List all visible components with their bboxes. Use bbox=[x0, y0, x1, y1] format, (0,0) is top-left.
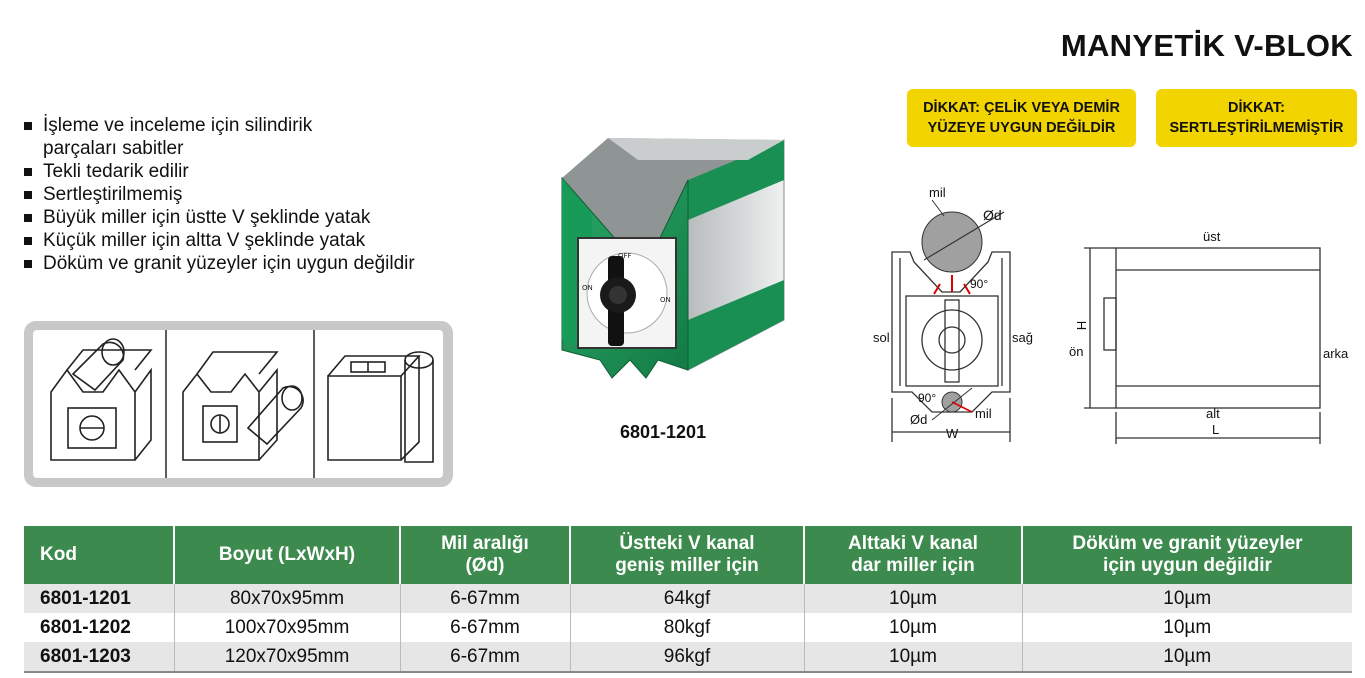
feature-item: Tekli tedarik edilir bbox=[24, 160, 415, 183]
feature-list: İşleme ve inceleme için silindirik parça… bbox=[24, 114, 415, 275]
label-top: üst bbox=[1203, 229, 1221, 244]
feature-item: Döküm ve granit yüzeyler için uygun deği… bbox=[24, 252, 415, 275]
table-row: 6801-1202 100x70x95mm 6-67mm 80kgf 10µm … bbox=[24, 613, 1352, 642]
small-shaft-icon bbox=[182, 351, 304, 461]
table-row: 6801-1203 120x70x95mm 6-67mm 96kgf 10µm … bbox=[24, 642, 1352, 673]
header-code: Kod bbox=[24, 526, 174, 584]
label-right-side: sağ bbox=[1012, 330, 1033, 345]
product-code-caption: 6801-1201 bbox=[620, 422, 707, 442]
label-angle-top: 90° bbox=[970, 277, 988, 291]
feature-item: İşleme ve inceleme için silindirik parça… bbox=[24, 114, 363, 160]
front-view-diagram: mil Ød 90° 90° mil Ød W bbox=[862, 180, 1042, 450]
label-length: L bbox=[1212, 422, 1220, 437]
warning-badge-surface: DİKKAT: ÇELİK VEYA DEMİR YÜZEYE UYGUN DE… bbox=[907, 89, 1136, 147]
side-use-icon bbox=[327, 351, 434, 463]
label-left-side: sol bbox=[873, 330, 890, 345]
feature-item: Büyük miller için üstte V şeklinde yatak bbox=[24, 206, 415, 229]
label-angle-bottom: 90° bbox=[918, 391, 936, 405]
dial-on-label-left: ON bbox=[582, 284, 593, 292]
dial-on-label-right: ON bbox=[660, 296, 671, 304]
header-size: Boyut (LxWxH) bbox=[173, 526, 400, 584]
dial-off-label: OFF bbox=[618, 252, 632, 260]
usage-illustrations bbox=[24, 321, 453, 487]
label-diameter-bottom: Ød bbox=[910, 412, 927, 427]
label-front: ön bbox=[1069, 344, 1084, 359]
warning-badge-hardening: DİKKAT: SERTLEŞTİRİLMEMİŞTİR bbox=[1156, 89, 1357, 147]
label-width: W bbox=[946, 426, 959, 441]
label-bottom: alt bbox=[1206, 406, 1220, 421]
table-header-row: Kod Boyut (LxWxH) Mil aralığı(Ød) Üsttek… bbox=[24, 526, 1352, 584]
product-photo: OFF ON ON bbox=[548, 130, 793, 385]
feature-item: Küçük miller için altta V şeklinde yatak bbox=[24, 229, 415, 252]
label-diameter-top: Ød bbox=[983, 207, 1002, 223]
spec-table: Kod Boyut (LxWxH) Mil aralığı(Ød) Üsttek… bbox=[24, 526, 1352, 673]
large-shaft-icon bbox=[50, 338, 153, 461]
usage-icons-svg bbox=[50, 330, 434, 478]
page-title: MANYETİK V-BLOK bbox=[1060, 28, 1353, 63]
label-shaft-bottom: mil bbox=[975, 406, 992, 421]
header-shaft-range: Mil aralığı(Ød) bbox=[399, 526, 570, 584]
label-height: H bbox=[1074, 320, 1090, 331]
label-shaft-top: mil bbox=[929, 185, 946, 200]
label-back: arka bbox=[1323, 346, 1349, 361]
table-row: 6801-1201 80x70x95mm 6-67mm 64kgf 10µm 1… bbox=[24, 584, 1352, 613]
side-view-diagram bbox=[1070, 240, 1330, 445]
feature-item: Sertleştirilmemiş bbox=[24, 183, 415, 206]
